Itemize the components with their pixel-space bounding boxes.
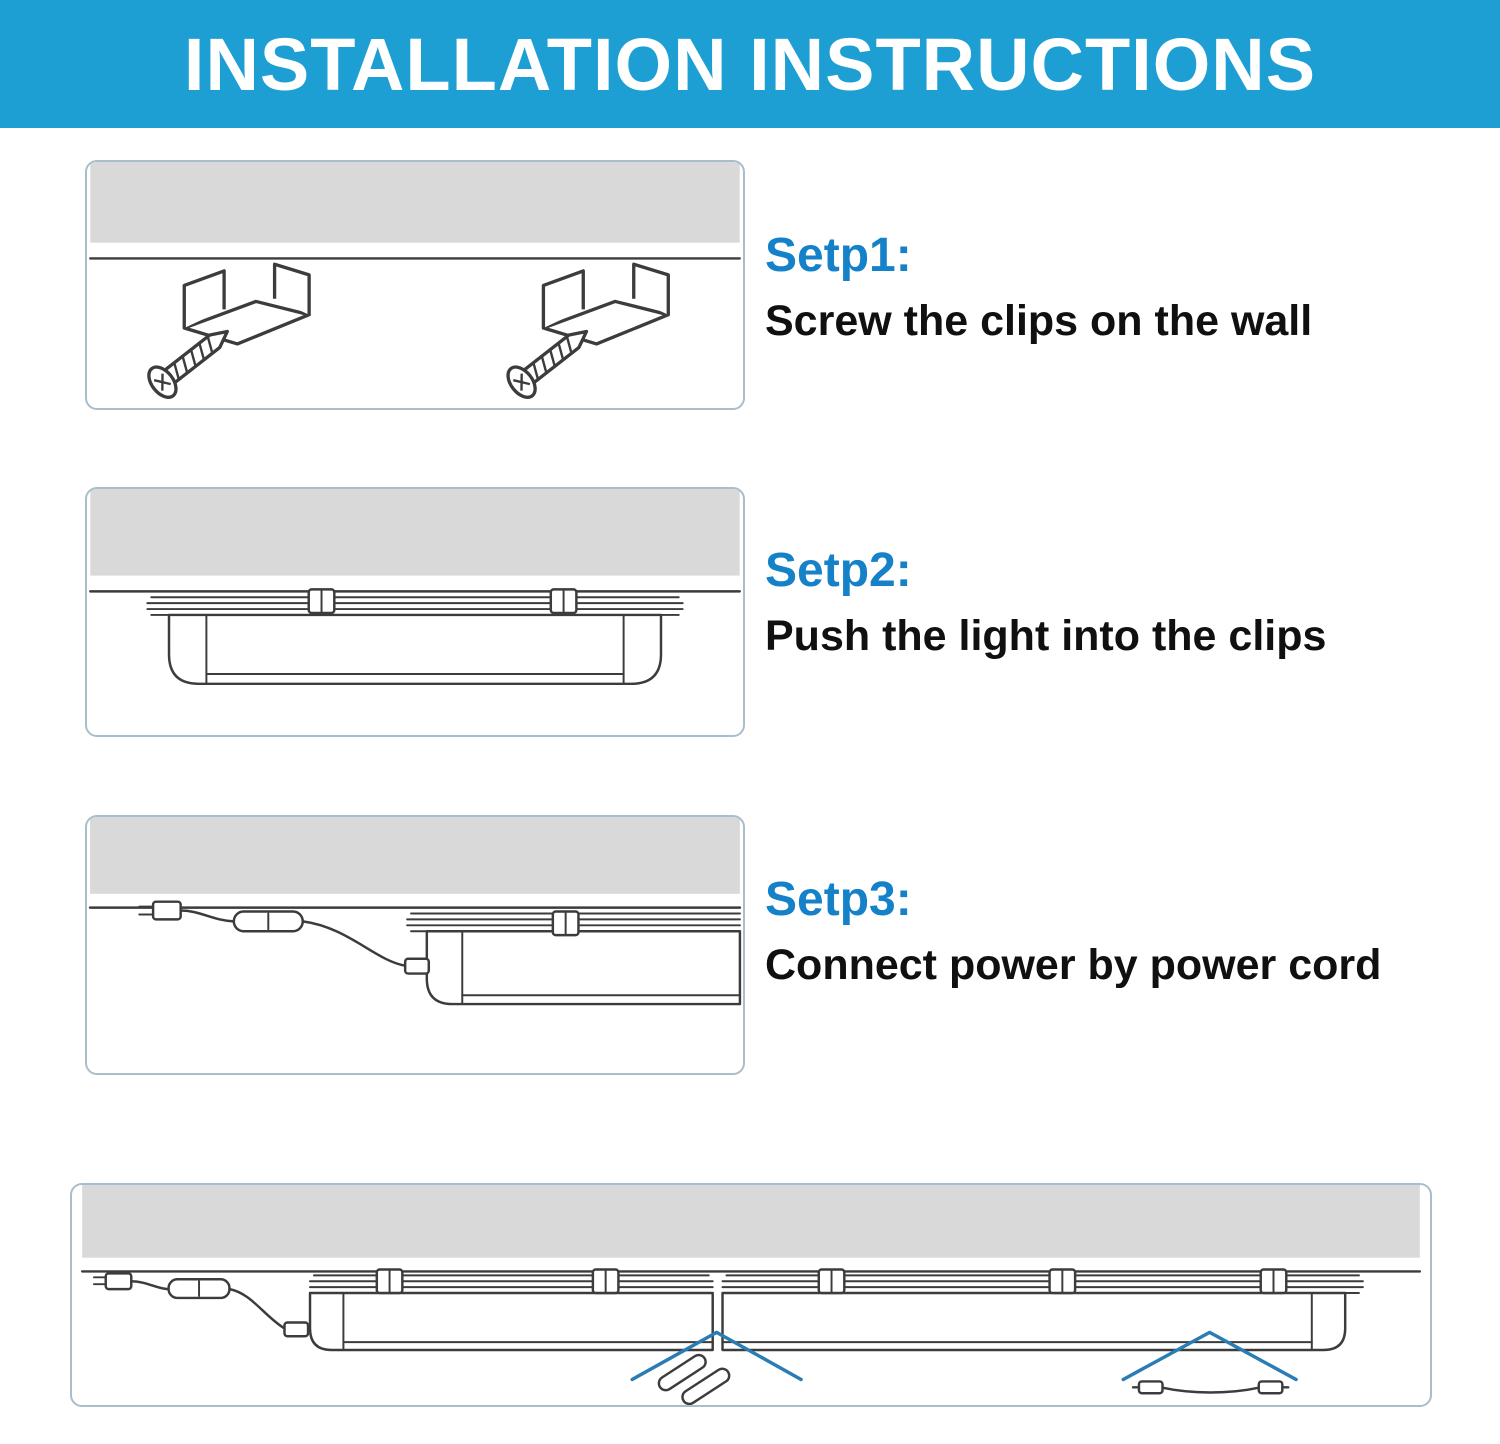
power-plug-icon: [104, 1272, 133, 1291]
led-fixture: [146, 596, 684, 686]
title-banner: INSTALLATION INSTRUCTIONS: [0, 0, 1500, 128]
screw-clips-illustration: [89, 162, 741, 404]
mounting-clip-icon: [1259, 1268, 1288, 1295]
mounting-clip-icon: [307, 588, 336, 615]
step-3-diagram: [85, 815, 745, 1075]
series-connection-illustration: [80, 1185, 1422, 1405]
step-1-description: Screw the clips on the wall: [765, 297, 1313, 345]
step-2-label: Setp2:: [765, 544, 912, 597]
pin-connector-icon: [657, 1353, 731, 1405]
step-2-diagram: [85, 487, 745, 737]
series-connection-diagram: [70, 1183, 1432, 1407]
wall-panel: [82, 1185, 1420, 1258]
push-light-illustration: [89, 489, 741, 686]
step-1-text: Setp1: Screw the clips on the wall: [765, 228, 1495, 346]
wall-panel: [90, 489, 740, 576]
mounting-clip-icon: [551, 910, 580, 937]
mounting-clip-icon: [591, 1268, 620, 1295]
step-2-text: Setp2: Push the light into the clips: [765, 543, 1495, 661]
led-fixture: [406, 912, 742, 1006]
power-cord: [138, 900, 431, 975]
step-3-description: Connect power by power cord: [765, 941, 1382, 989]
wall-panel: [90, 162, 740, 243]
mount-clip-screw-icon: [141, 262, 311, 404]
cord-end-plug-icon: [283, 1321, 310, 1338]
wall-panel: [90, 817, 740, 894]
mounting-clip-icon: [817, 1268, 846, 1295]
step-2-description: Push the light into the clips: [765, 612, 1327, 660]
step-1-diagram: [85, 160, 745, 410]
step-1-label: Setp1:: [765, 229, 912, 282]
mount-clip-screw-icon: [500, 262, 670, 404]
mounting-clip-icon: [375, 1268, 404, 1295]
cable-connector-icon: [1131, 1380, 1290, 1395]
mounting-clip-icon: [1048, 1268, 1077, 1295]
cord-end-plug-icon: [403, 957, 431, 975]
step-3-text: Setp3: Connect power by power cord: [765, 872, 1495, 990]
power-plug-icon: [151, 900, 182, 921]
led-fixture: [308, 1274, 714, 1352]
mounting-clip-icon: [549, 588, 578, 615]
led-fixture: [721, 1274, 1364, 1352]
power-cord: [92, 1272, 310, 1338]
chevron-up-icon: [630, 1330, 803, 1382]
step-3-label: Setp3:: [765, 873, 912, 926]
chevron-up-icon: [1121, 1330, 1298, 1382]
page-title: INSTALLATION INSTRUCTIONS: [183, 22, 1317, 106]
power-cord-illustration: [88, 817, 742, 1006]
